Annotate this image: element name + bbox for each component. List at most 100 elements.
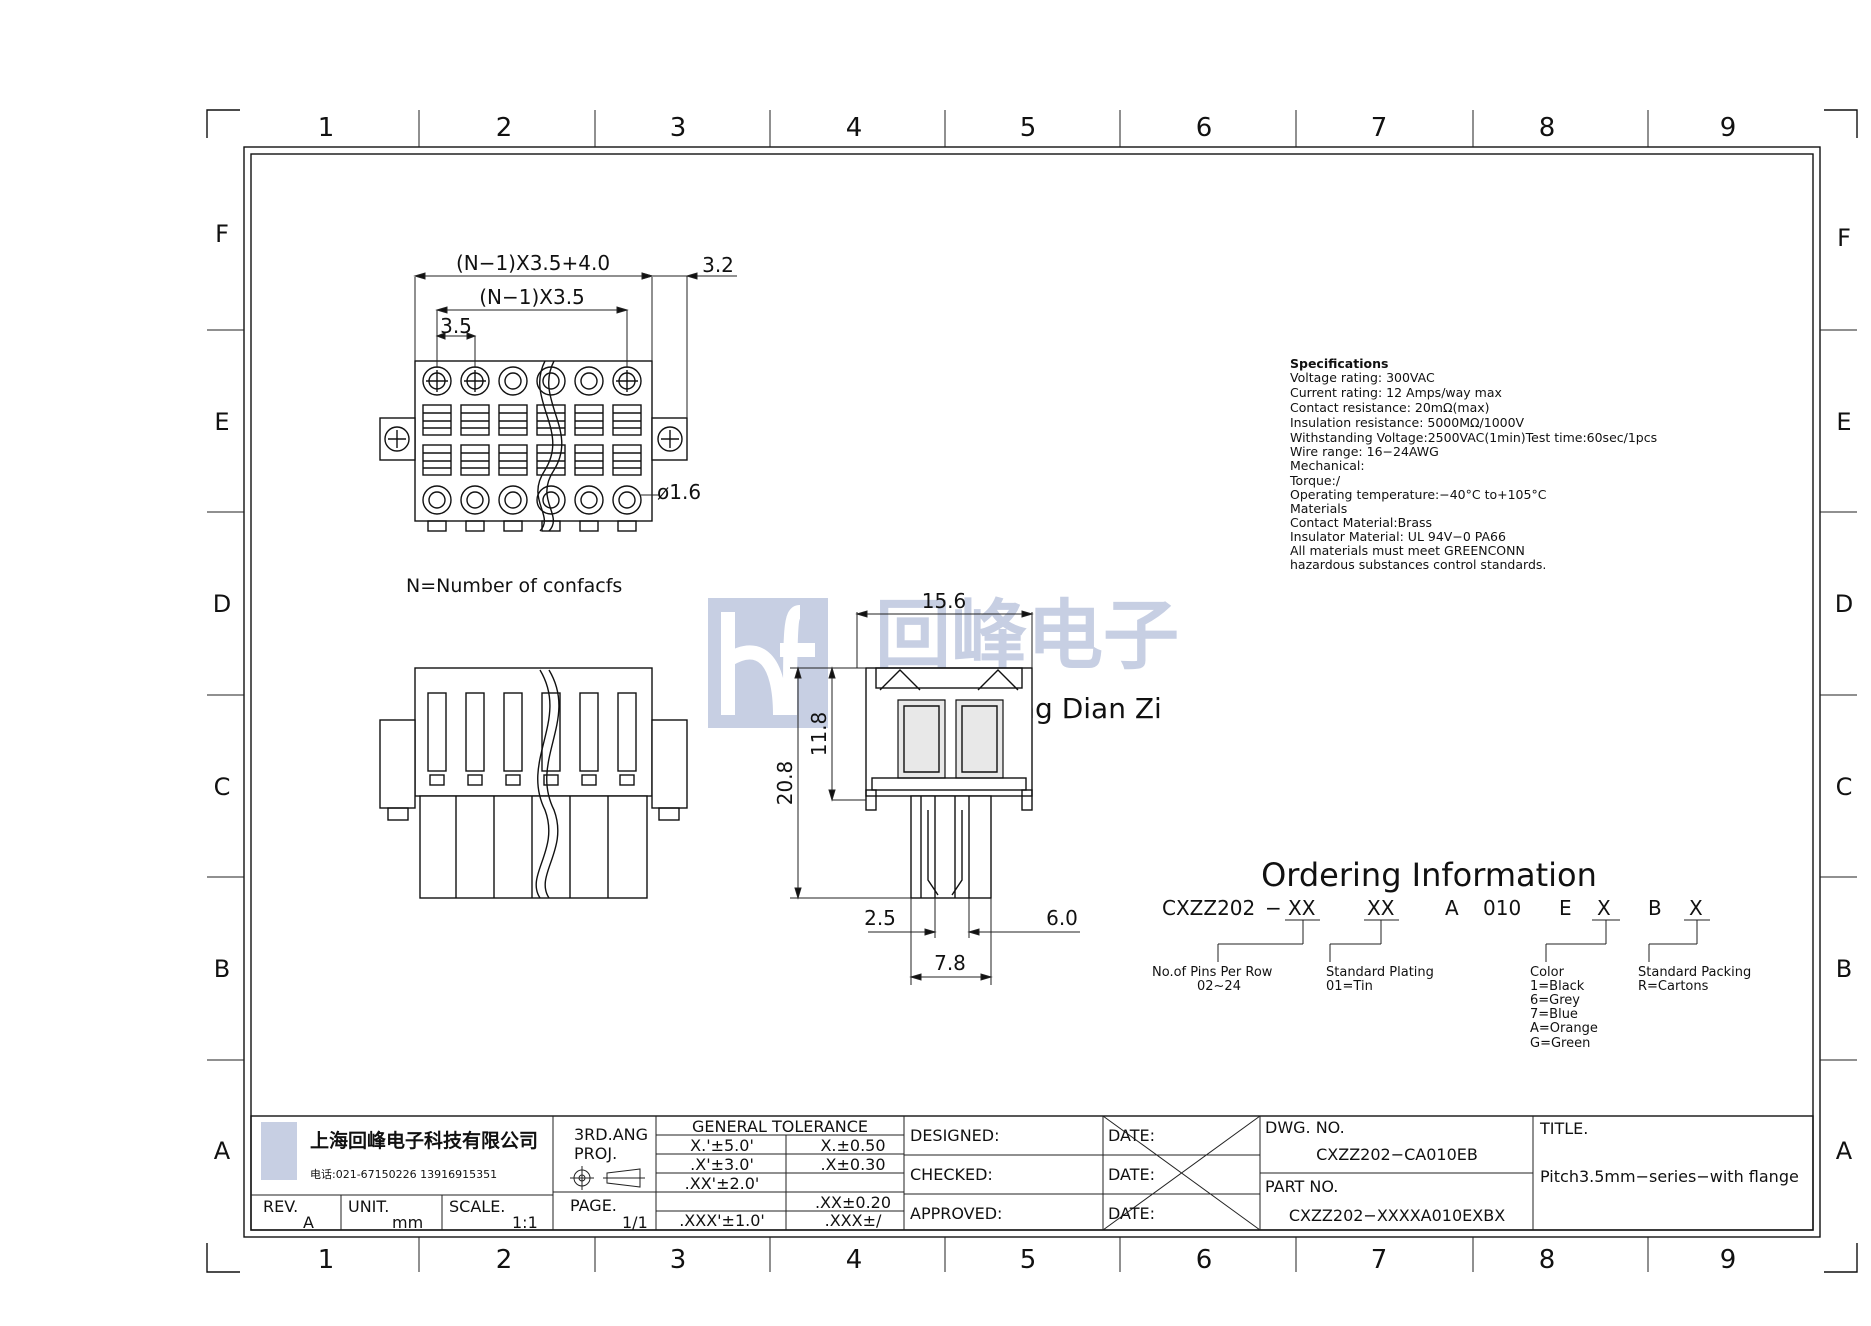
spec-line: Contact resistance: 20mΩ(max) <box>1290 400 1490 415</box>
front-view <box>379 667 688 899</box>
designed-label: DESIGNED: <box>910 1126 1000 1145</box>
tolerance-left: .X'±3.0' <box>690 1155 754 1174</box>
tolerance-left: X.'±5.0' <box>690 1136 754 1155</box>
color-option: 7=Blue <box>1530 1007 1578 1022</box>
dim-side-body-height: 11.8 <box>807 712 831 757</box>
row-label: E <box>214 408 229 436</box>
dim-pin-left: 2.5 <box>864 906 896 930</box>
spec-line: Wire range: 16−24AWG <box>1290 444 1439 459</box>
unit-value: mm <box>392 1213 423 1232</box>
color-option: 1=Black <box>1530 979 1585 994</box>
dim-hole-diameter: ø1.6 <box>657 480 701 504</box>
spec-line: Withstanding Voltage:2500VAC(1min)Test t… <box>1290 430 1657 445</box>
front-break-line <box>535 669 551 899</box>
code-dash: − <box>1265 896 1282 920</box>
row-label: C <box>1836 773 1853 801</box>
ordering-information: Ordering Information CXZZ202 − XX XX A 0… <box>1152 856 1751 1051</box>
company-phone: 电话:021-67150226 13916915351 <box>310 1168 497 1181</box>
col-label: 4 <box>846 1245 863 1275</box>
checked-label: CHECKED: <box>910 1165 993 1184</box>
rev-value: A <box>303 1213 314 1232</box>
tolerance-right: .XX±0.20 <box>815 1193 891 1212</box>
col-label: 2 <box>496 113 513 143</box>
projection-label-2: PROJ. <box>574 1144 617 1163</box>
row-label: B <box>214 955 230 983</box>
spec-line: Mechanical: <box>1290 458 1365 473</box>
designed-date-label: DATE: <box>1108 1126 1155 1145</box>
wire-hole-row <box>422 485 642 515</box>
code-e: E <box>1559 896 1572 920</box>
row-label: A <box>1836 1137 1853 1165</box>
col-label: 6 <box>1196 113 1213 143</box>
approved-label: APPROVED: <box>910 1204 1002 1223</box>
front-left-flange <box>379 719 416 809</box>
company-name: 上海回峰电子科技有限公司 <box>310 1129 538 1152</box>
page-label: PAGE. <box>570 1196 617 1215</box>
title-block: 上海回峰电子科技有限公司 电话:021-67150226 13916915351… <box>250 1115 1814 1232</box>
spec-line: Specifications <box>1290 356 1388 371</box>
projection-symbol-icon <box>570 1166 645 1190</box>
spec-line: Insulation resistance: 5000MΩ/1000V <box>1290 415 1525 430</box>
packing-label: Standard Packing <box>1638 965 1751 980</box>
spec-line: Insulator Material: UL 94V−0 PA66 <box>1290 529 1506 544</box>
tolerance-right: .X±0.30 <box>820 1155 885 1174</box>
code-color: X <box>1597 896 1611 920</box>
part-label: PART NO. <box>1265 1177 1338 1196</box>
column-labels-bottom: 1 2 3 4 5 6 7 8 9 <box>318 1245 1737 1275</box>
tolerance-right: .XXX±/ <box>825 1211 882 1230</box>
side-contact-right <box>955 699 1004 779</box>
ordering-code: CXZZ202 − XX XX A 010 E X B X <box>1162 896 1703 920</box>
spec-line: All materials must meet GREENCONN <box>1290 543 1525 558</box>
code-a: A <box>1445 896 1459 920</box>
dwg-value: CXZZ202−CA010EB <box>1316 1145 1478 1164</box>
part-value: CXZZ202−XXXXA010EXBX <box>1289 1206 1505 1225</box>
front-right-flange <box>651 719 688 809</box>
plating-value: 01=Tin <box>1326 979 1373 994</box>
code-b: B <box>1648 896 1662 920</box>
spec-line: hazardous substances control standards. <box>1290 557 1546 572</box>
spec-line: Current rating: 12 Amps/way max <box>1290 385 1502 400</box>
col-label: 1 <box>318 1245 335 1275</box>
row-label: F <box>215 220 229 248</box>
company-logo <box>261 1122 297 1180</box>
col-label: 7 <box>1371 1245 1388 1275</box>
row-label: C <box>214 773 231 801</box>
row-label: D <box>1835 590 1853 618</box>
row-ticks <box>207 329 1857 1061</box>
spec-line: Contact Material:Brass <box>1290 515 1432 530</box>
ordering-title: Ordering Information <box>1261 856 1597 894</box>
top-view-dimensions <box>413 272 737 496</box>
col-label: 3 <box>670 113 687 143</box>
packing-value: R=Cartons <box>1638 979 1709 994</box>
title-label: TITLE. <box>1539 1119 1588 1138</box>
dim-pitch: 3.5 <box>440 314 472 338</box>
ordering-leaders <box>1217 919 1710 962</box>
col-label: 7 <box>1371 113 1388 143</box>
watermark-text-cn: 回峰电子 <box>875 591 1179 680</box>
color-option: A=Orange <box>1530 1021 1598 1036</box>
row-label: F <box>1837 224 1851 252</box>
approved-date-label: DATE: <box>1108 1204 1155 1223</box>
projection-label-1: 3RD.ANG <box>574 1125 648 1144</box>
front-plug <box>419 795 648 899</box>
left-flange-screw-icon <box>384 426 410 452</box>
dwg-label: DWG. NO. <box>1265 1118 1345 1137</box>
pins-range: 02~24 <box>1197 979 1241 994</box>
color-label: Color <box>1530 965 1565 980</box>
code-packing: X <box>1689 896 1703 920</box>
row-label: B <box>1836 955 1852 983</box>
row-labels-right: F E D C B A <box>1835 224 1853 1165</box>
page-value: 1/1 <box>622 1213 648 1232</box>
scale-value: 1:1 <box>512 1213 538 1232</box>
code-prefix: CXZZ202 <box>1162 896 1255 920</box>
front-slots <box>427 692 637 786</box>
outer-border <box>243 146 1821 1238</box>
scale-label: SCALE. <box>449 1197 505 1216</box>
spec-line: Voltage rating: 300VAC <box>1290 370 1435 385</box>
tolerance-right: X.±0.50 <box>820 1136 885 1155</box>
dim-side-width: 15.6 <box>922 589 967 613</box>
column-labels-top: 1 2 3 4 5 6 7 8 9 <box>318 113 1737 143</box>
spec-line: Materials <box>1290 501 1347 516</box>
